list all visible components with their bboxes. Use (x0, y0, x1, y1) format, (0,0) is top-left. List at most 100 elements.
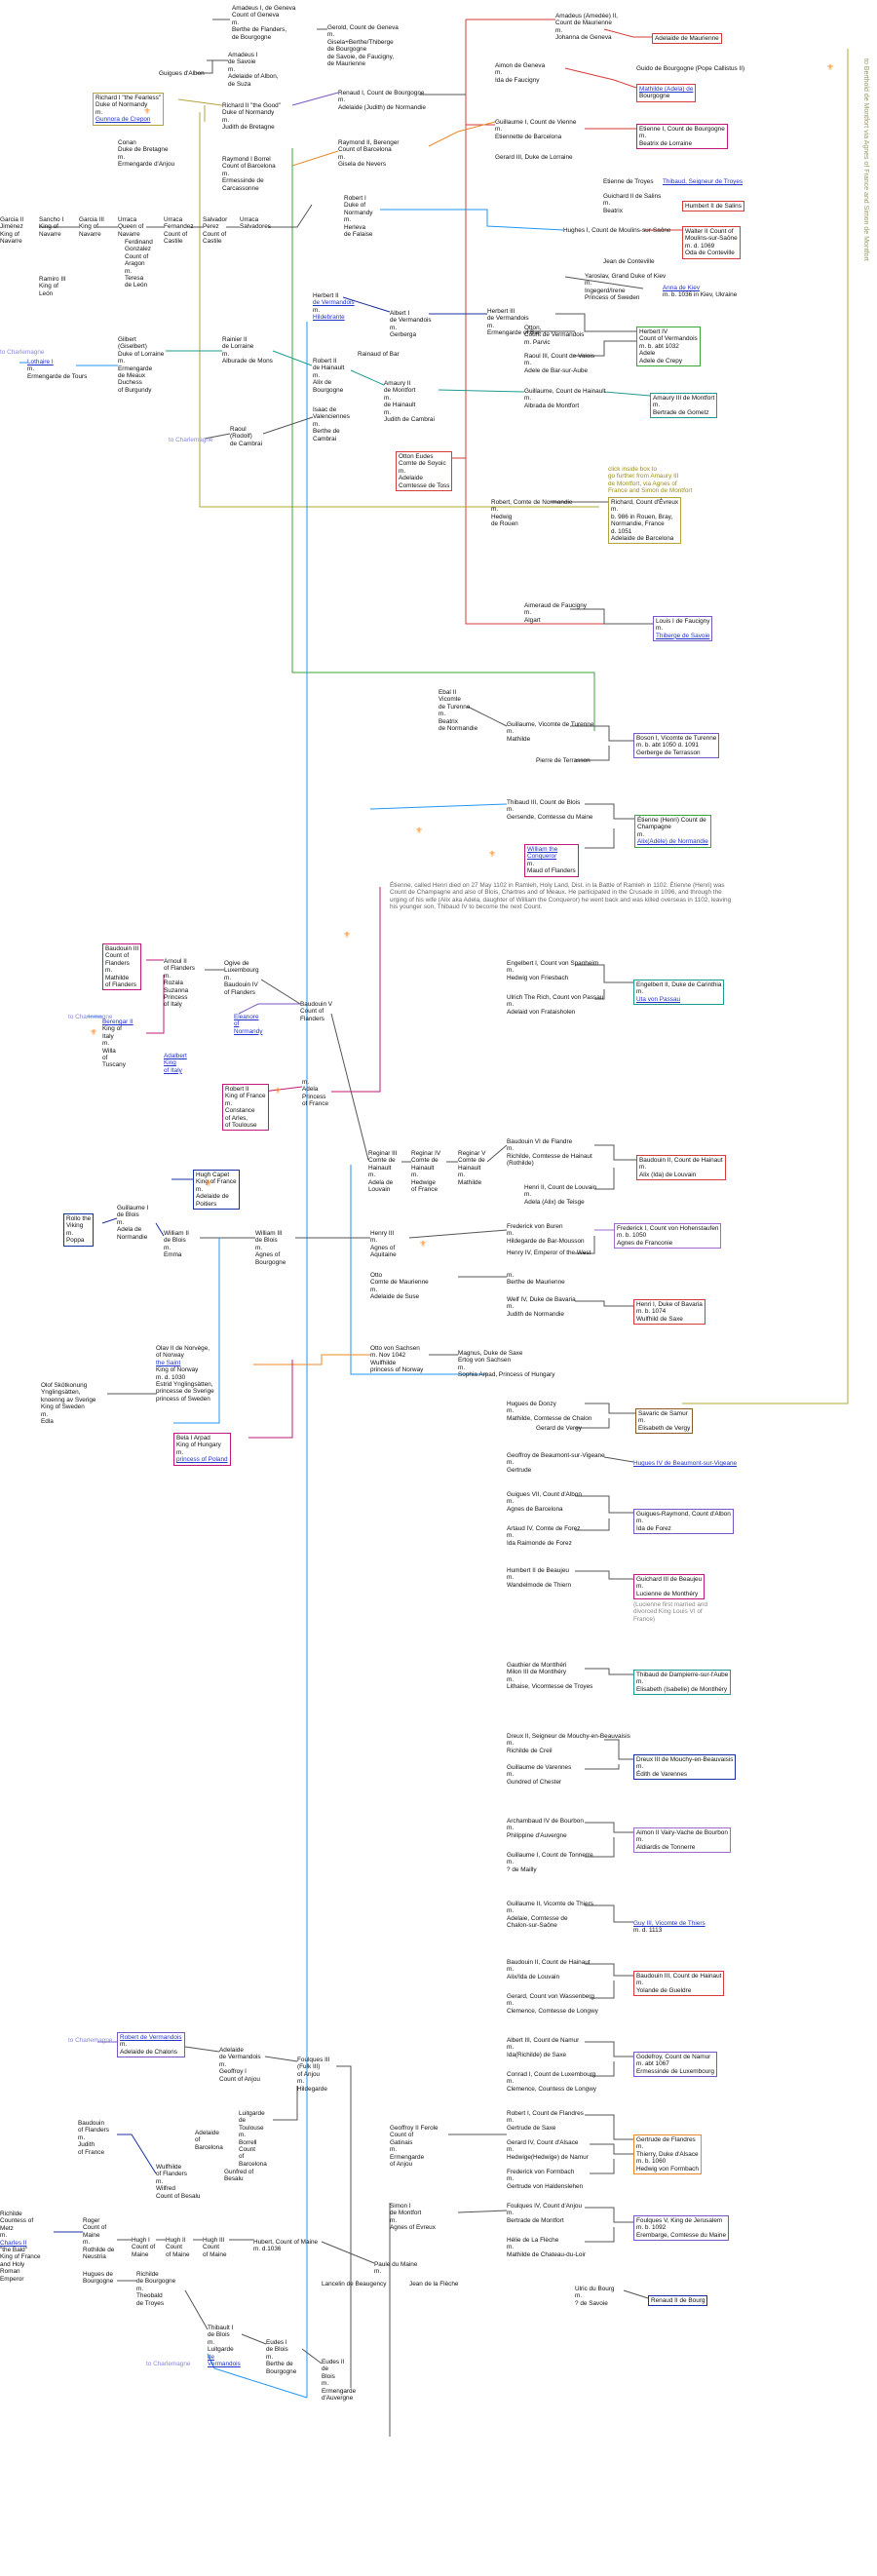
node-line: Foulques V, King de Jerusalem (636, 2217, 723, 2224)
node-line: Guillaume de Varennes (507, 1764, 572, 1771)
node-line: Paule du Maine (374, 2261, 418, 2268)
connector-line (575, 1418, 610, 1429)
person-adelaide_m[interactable]: Adelaide de Maurienne (652, 33, 722, 45)
node-line: m. (0, 2232, 8, 2240)
node-line: Valenciennes (313, 413, 350, 421)
node-line: m. (507, 1532, 515, 1540)
node-line: Gertrude de Flandres (636, 2136, 696, 2143)
node-line: Princess (164, 994, 188, 1002)
node-line: Charles II (0, 2239, 27, 2247)
node-line: m. (507, 2078, 515, 2086)
node-line: m. (507, 2117, 515, 2125)
node-line: Hubert, Count of Maine (253, 2239, 319, 2246)
node-line: Geoffroy II Ferole (390, 2125, 438, 2132)
node-line: Hugh Capet (196, 1172, 230, 1178)
person-renaud2[interactable]: Renaud II de Bourg (648, 2295, 708, 2307)
node-line: Count of (300, 1008, 324, 1016)
node-line: m. (164, 972, 172, 980)
person-thibaud_tr[interactable]: Thibaud, Seigneur de Troyes (663, 178, 743, 185)
node-line: de Blois (208, 2331, 230, 2339)
node-line: Rothilde de (83, 2246, 115, 2253)
node-line: Hugues de (83, 2271, 113, 2278)
nav-link-charlemagne[interactable]: to Charlemagne (146, 2361, 190, 2367)
connector-line (204, 433, 231, 440)
nav-link-charlemagne[interactable]: to Charlemagne (68, 2037, 112, 2044)
node-line: Thiberge de Savoie (656, 632, 710, 639)
node-line: Gerard III, Duke de Lorraine (495, 154, 573, 161)
node-line: Guillaume I (117, 1205, 149, 1211)
node-line: Normandy (344, 209, 373, 216)
node-line: Agnes of (255, 1251, 281, 1259)
node-line: m. (507, 1740, 515, 1748)
node-line: William the (527, 846, 558, 853)
nav-link-charlemagne[interactable]: to Charlemagne (68, 1014, 112, 1020)
person-richard1[interactable]: Richard I "the Fearless"Duke of Normandy… (93, 93, 165, 126)
node-line: to Charlemagne (0, 349, 45, 356)
person-hugues4[interactable]: Hugues IV de Beaumont-sur-Vigeane (633, 1460, 737, 1467)
node-line: Otton, (524, 325, 542, 331)
node-line: m. (524, 609, 532, 617)
person-dreux2: Dreux II, Seigneur de Mouchy-en-Beauvais… (507, 1733, 630, 1754)
nav-link-charlemagne[interactable]: to Charlemagne (0, 349, 44, 356)
connector-line (585, 2207, 633, 2223)
node-line: Édith de Varennes (636, 1770, 688, 1778)
node-line: Gonzalez (125, 246, 151, 253)
node-line: de Blois (266, 2346, 288, 2354)
node-line: Henry III (370, 1230, 395, 1237)
node-line: Robert, Comte de Normandie (491, 499, 573, 506)
connector-line (350, 1165, 487, 1375)
node-line: Savaric de Samur (638, 1410, 688, 1417)
node-line: Garcia III (79, 216, 104, 223)
connector-line (590, 2143, 633, 2155)
person-humbert_s[interactable]: Humbert II de Salins (682, 201, 744, 212)
connector-line (486, 1144, 508, 1163)
nav-link-charlemagne[interactable]: to Charlemagne (169, 437, 212, 443)
